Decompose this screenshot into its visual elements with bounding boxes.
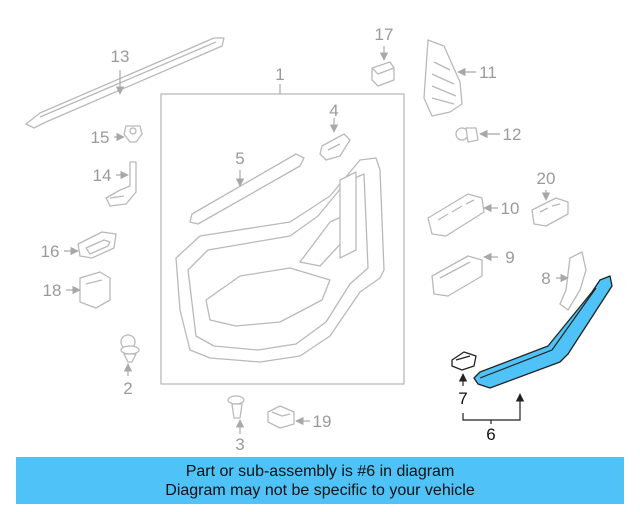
callout-14: 14 [93, 166, 112, 185]
callout-1: 1 [275, 65, 284, 84]
part-3-screw [227, 395, 245, 419]
part-17-cap [371, 61, 395, 87]
callout-8: 8 [541, 269, 550, 288]
part-14-bracket [105, 161, 137, 207]
callout-10: 10 [501, 199, 520, 218]
part-5-trim-strip [189, 153, 305, 225]
part-20-switch [531, 197, 569, 227]
callout-18: 18 [43, 281, 62, 300]
callout-7: 7 [458, 389, 467, 408]
banner-line-1: Part or sub-assembly is #6 in diagram [185, 462, 455, 480]
callout-16: 16 [41, 242, 60, 261]
part-18-block [79, 271, 111, 309]
part-4-trim-piece [319, 133, 351, 161]
part-8-bracket [559, 251, 587, 311]
callout-9: 9 [505, 248, 514, 267]
part-6-sill-trim [473, 275, 613, 389]
callout-15: 15 [91, 128, 110, 147]
callout-5: 5 [235, 149, 244, 168]
part-7-clip [451, 351, 477, 371]
callout-19: 19 [313, 412, 332, 431]
callout-4: 4 [329, 101, 338, 120]
part-1-door-trim-panel [160, 93, 405, 385]
part-16-bezel [77, 231, 117, 259]
info-banner: Part or sub-assembly is #6 in diagram Di… [16, 457, 624, 504]
callout-3: 3 [235, 435, 244, 454]
callout-6: 6 [486, 425, 495, 444]
banner-line-2: Diagram may not be specific to your vehi… [165, 481, 475, 499]
callout-20: 20 [537, 169, 556, 188]
part-12-clip [455, 127, 479, 143]
callout-2: 2 [123, 379, 132, 398]
callout-13: 13 [111, 47, 130, 66]
part-11-speaker-grille [423, 39, 463, 117]
part-10-window-switch [427, 193, 485, 237]
leader-lines [64, 46, 569, 434]
callout-11: 11 [479, 63, 497, 82]
callout-17: 17 [375, 25, 394, 44]
callout-12: 12 [503, 125, 522, 144]
callout-labels: 1 2 3 4 5 6 7 8 9 10 11 12 13 14 15 16 1… [41, 25, 556, 454]
part-15-clip [123, 125, 143, 143]
part-2-push-pin [120, 334, 140, 363]
part-13-molding-strip [25, 37, 225, 129]
part-9-switch-housing [431, 255, 483, 297]
part-19-clip [267, 405, 295, 429]
